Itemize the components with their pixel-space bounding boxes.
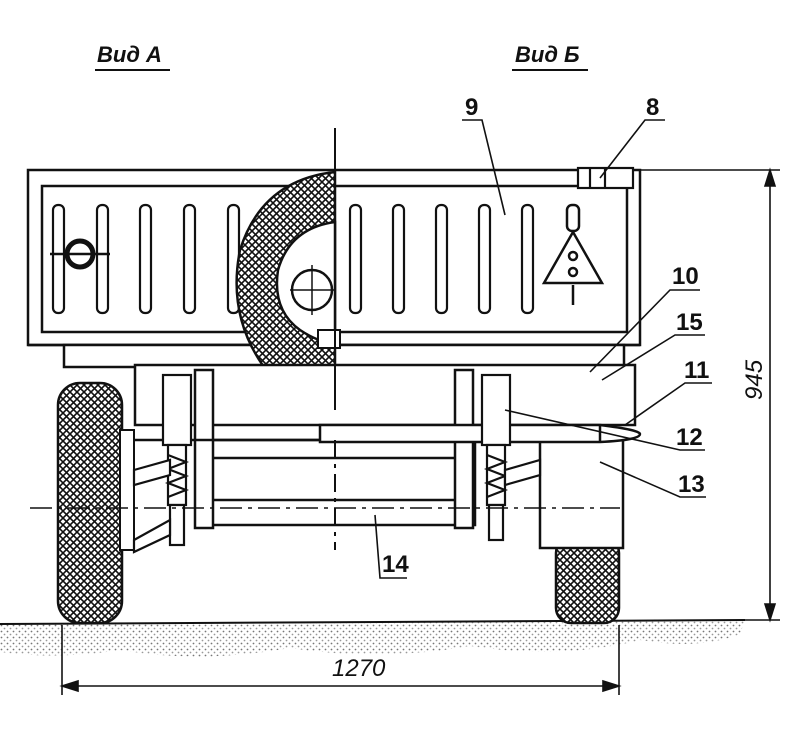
- width-dimension-lines: [59, 625, 622, 695]
- spare-wheel: [235, 170, 341, 412]
- callout-10: 10: [672, 263, 699, 290]
- callout-14: 14: [382, 551, 409, 578]
- leader-lines: [374, 119, 712, 579]
- towing-eye: [50, 238, 110, 270]
- callout-15: 15: [676, 309, 703, 336]
- width-dimension-value: 1270: [332, 655, 386, 682]
- callout-13: 13: [678, 471, 705, 498]
- left-wheel: [56, 381, 135, 625]
- height-dimension-lines: [640, 167, 780, 623]
- left-suspension: [132, 373, 193, 554]
- right-wheel: [554, 536, 621, 625]
- callout-9: 9: [465, 94, 478, 121]
- mudguard: [538, 438, 625, 550]
- left-view-title: Вид А: [97, 42, 162, 67]
- drawbar: [318, 423, 642, 444]
- callout-12: 12: [676, 424, 703, 451]
- callout-8: 8: [646, 94, 659, 121]
- height-dimension-value: 945: [741, 359, 768, 400]
- right-suspension: [480, 373, 542, 542]
- callout-11: 11: [684, 357, 709, 384]
- right-view-title: Вид Б: [515, 42, 580, 67]
- ground: [0, 619, 746, 657]
- chassis-frame: [133, 363, 637, 530]
- side-slots: [51, 203, 535, 315]
- warning-triangle: [541, 203, 605, 305]
